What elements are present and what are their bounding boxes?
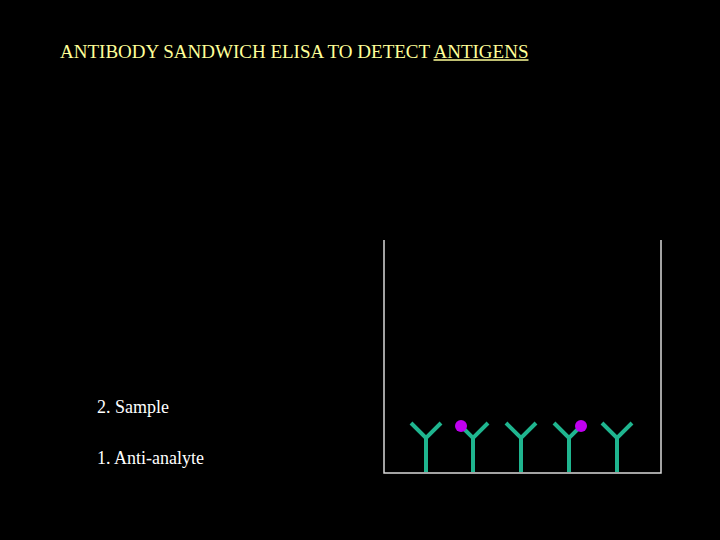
well-wall: [384, 240, 661, 473]
capture-antibodies: [411, 423, 632, 472]
well-outline: [384, 240, 661, 473]
step-label: 1. Anti-analyte: [97, 448, 204, 469]
antigen-dot: [575, 420, 587, 432]
antigen-dot: [455, 420, 467, 432]
antibody-symbol: [506, 423, 536, 472]
antibody-symbol: [411, 423, 441, 472]
antibody-symbol: [602, 423, 632, 472]
step-label: 2. Sample: [97, 397, 169, 418]
antigens: [455, 420, 587, 432]
slide-title: ANTIBODY SANDWICH ELISA TO DETECT ANTIGE…: [60, 41, 528, 63]
